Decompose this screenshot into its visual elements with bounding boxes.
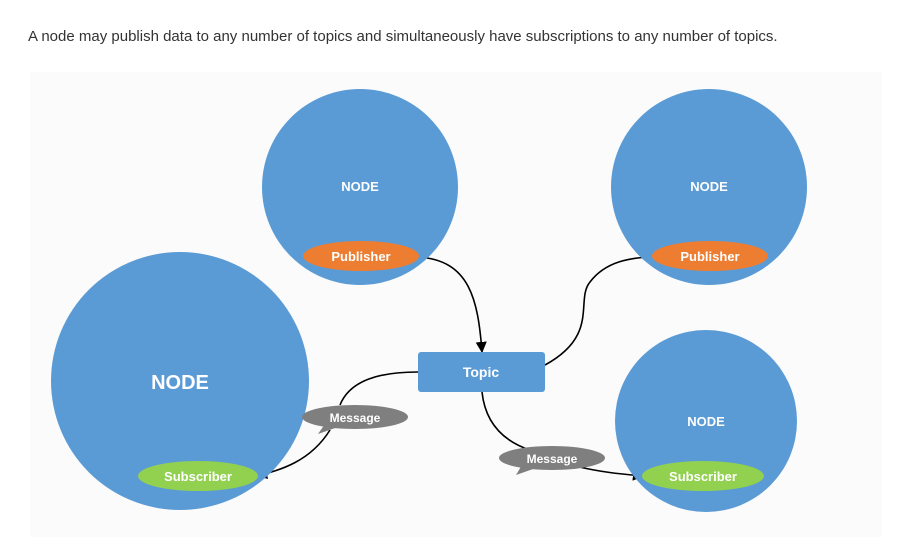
message-callout-right: Message bbox=[499, 446, 605, 475]
publisher-badge-top-left bbox=[303, 241, 419, 271]
node-top-left: NODE Publisher bbox=[262, 89, 458, 285]
subscriber-badge-left bbox=[138, 461, 258, 491]
connector-topic-to-publisher-top-right bbox=[544, 256, 656, 366]
topic-rect bbox=[418, 352, 545, 392]
node-top-right-circle bbox=[611, 89, 807, 285]
node-bottom-right-label: NODE bbox=[687, 414, 725, 429]
subscriber-label-right: Subscriber bbox=[669, 469, 737, 484]
message-bubble-right bbox=[499, 446, 605, 470]
node-large-left-label: NODE bbox=[151, 372, 209, 394]
subscriber-badge-right bbox=[642, 461, 764, 491]
node-top-left-circle bbox=[262, 89, 458, 285]
topic-box: Topic bbox=[418, 352, 545, 392]
node-top-right: NODE Publisher bbox=[611, 89, 807, 285]
message-tail-left bbox=[318, 424, 338, 434]
publisher-badge-top-right bbox=[652, 241, 768, 271]
node-top-left-label: NODE bbox=[341, 179, 379, 194]
message-bubble-left bbox=[302, 405, 408, 429]
node-bottom-right: NODE Subscriber bbox=[615, 330, 797, 512]
message-callout-left: Message bbox=[302, 405, 408, 434]
caption-text: A node may publish data to any number of… bbox=[28, 28, 778, 45]
message-tail-right bbox=[516, 465, 536, 475]
message-label-left: Message bbox=[330, 411, 381, 425]
message-label-right: Message bbox=[527, 452, 578, 466]
subscriber-label-left: Subscriber bbox=[164, 469, 232, 484]
publisher-label-top-right: Publisher bbox=[680, 249, 739, 264]
node-large-left: NODE Subscriber bbox=[51, 252, 309, 510]
topic-label: Topic bbox=[463, 364, 500, 380]
connector-publisher-top-left-to-topic bbox=[417, 256, 487, 354]
publisher-label-top-left: Publisher bbox=[331, 249, 390, 264]
node-top-right-label: NODE bbox=[690, 179, 728, 194]
node-large-left-circle bbox=[51, 252, 309, 510]
